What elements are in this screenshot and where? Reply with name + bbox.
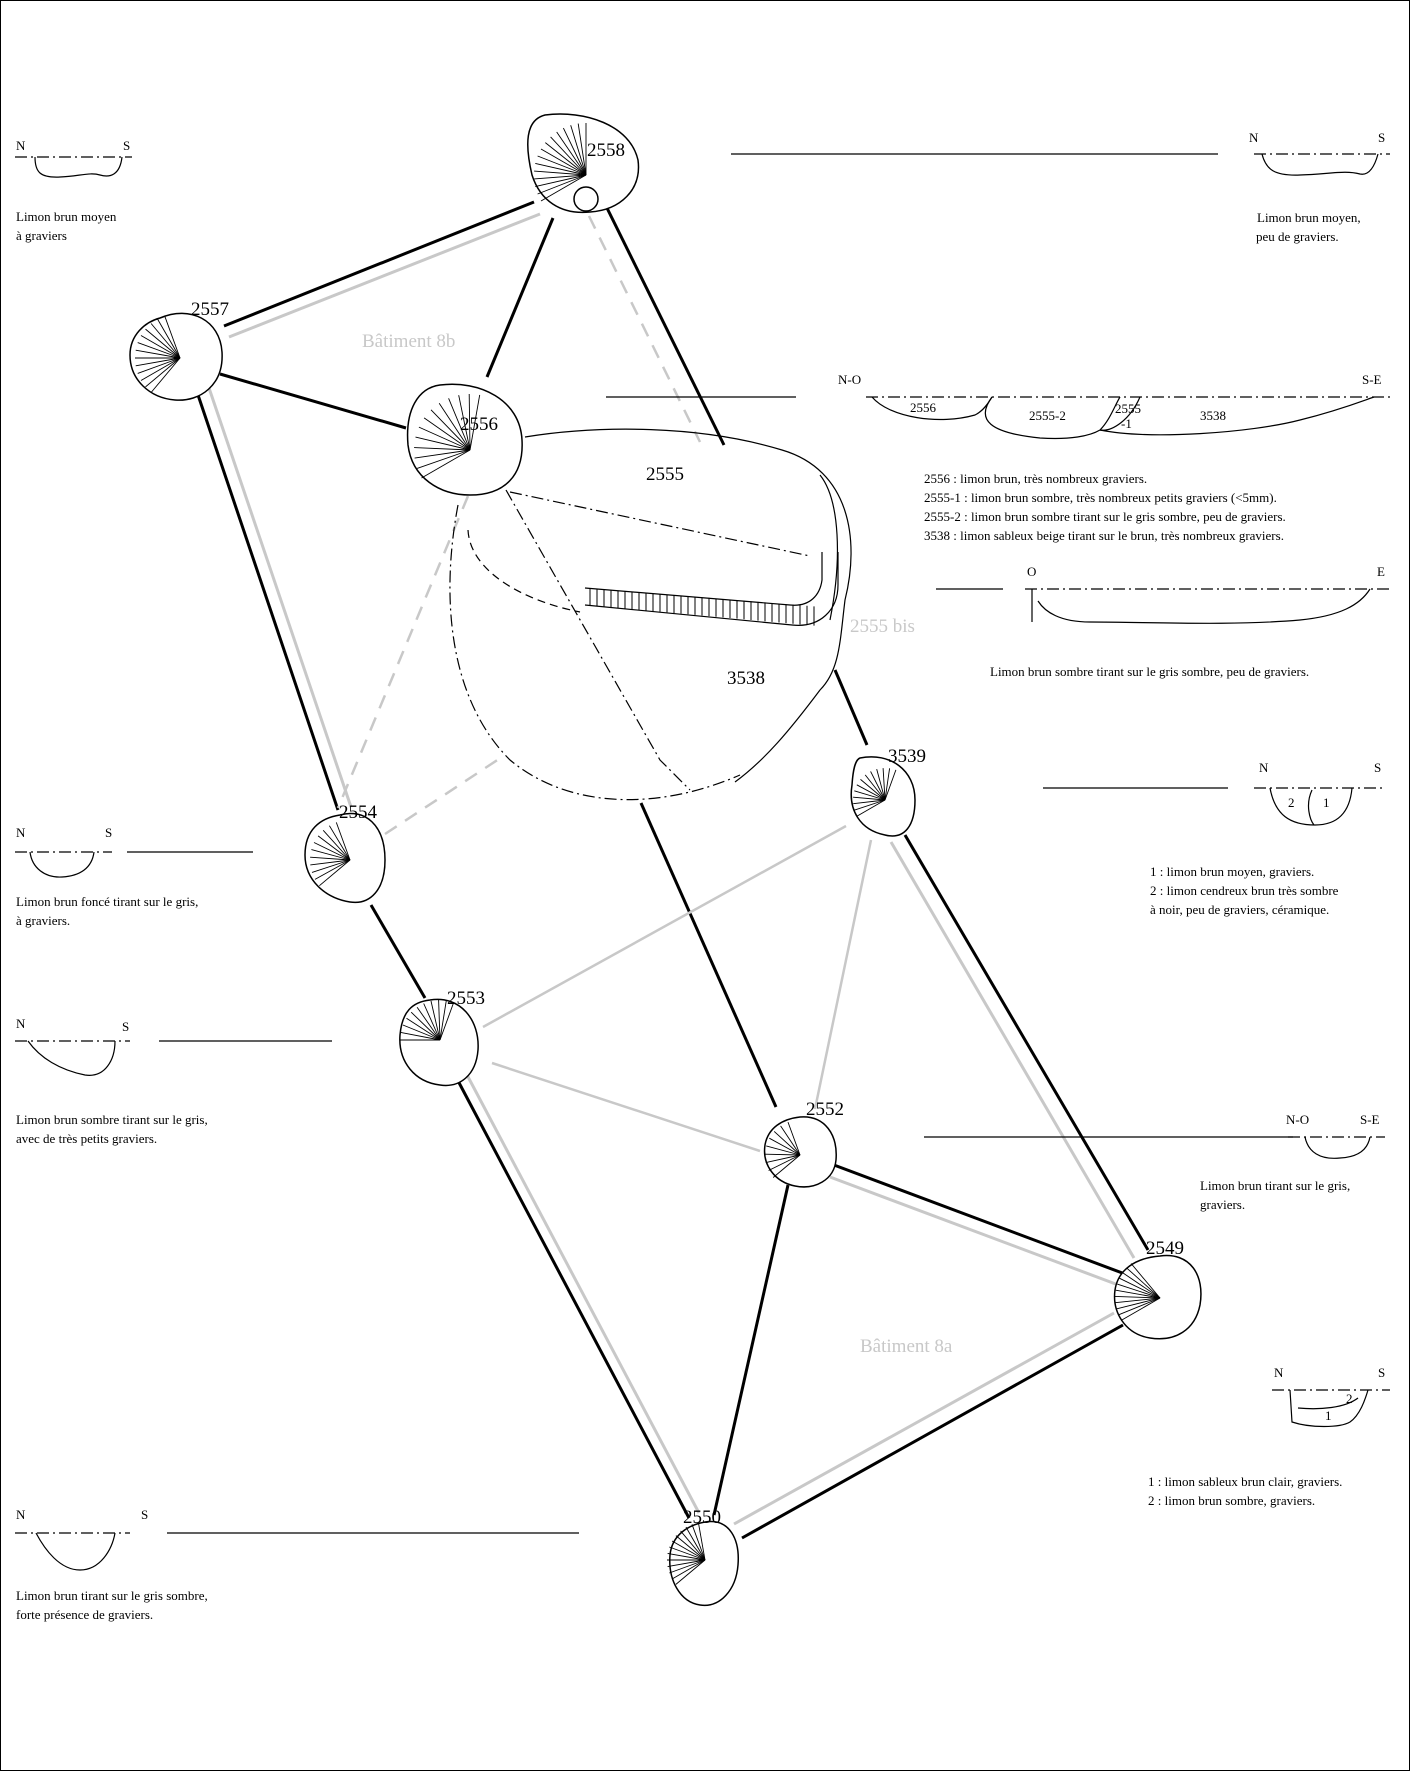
- label-2555-bis: 2555 bis: [850, 616, 915, 637]
- section-2557: N S Limon brun moyen à graviers: [15, 138, 132, 243]
- sec-2549-desc-2: 2 : limon brun sombre, graviers.: [1148, 1493, 1315, 1508]
- sec-bis-desc-1: Limon brun sombre tirant sur le gris som…: [990, 664, 1309, 679]
- sec-2555-layer-3538: 3538: [1200, 408, 1226, 423]
- pit-2550: [667, 1520, 739, 1606]
- sec-2555-desc-1: 2556 : limon brun, très nombreux gravier…: [924, 471, 1147, 486]
- pit-2552: [763, 1116, 837, 1188]
- label-2552: 2552: [806, 1099, 844, 1120]
- sec-2554-desc-1: Limon brun foncé tirant sur le gris,: [16, 894, 198, 909]
- sec-2549-layer-1: 1: [1325, 1408, 1332, 1423]
- sec-2555-layer-2556: 2556: [910, 400, 937, 415]
- label-2550: 2550: [683, 1507, 721, 1528]
- pit-2554: [304, 812, 386, 904]
- sec-2552-b: S-E: [1360, 1112, 1380, 1127]
- sec-bis-b: E: [1377, 564, 1385, 579]
- sec-2550-desc-1: Limon brun tirant sur le gris sombre,: [16, 1588, 208, 1603]
- pit-2558: [527, 113, 640, 214]
- pit-2556: [406, 383, 523, 496]
- sec-3539-a: N: [1259, 760, 1269, 775]
- sec-2554-b: S: [105, 825, 112, 840]
- label-2553: 2553: [447, 988, 485, 1009]
- sec-2557-b: S: [123, 138, 130, 153]
- label-2554: 2554: [339, 802, 378, 823]
- section-2553: N S Limon brun sombre tirant sur le gris…: [15, 1016, 208, 1146]
- sec-2550-b: S: [141, 1507, 148, 1522]
- section-3539: N S 2 1 1 : limon brun moyen, graviers. …: [1150, 760, 1385, 917]
- sec-2553-desc-1: Limon brun sombre tirant sur le gris,: [16, 1112, 208, 1127]
- label-2557: 2557: [191, 299, 229, 320]
- label-2556: 2556: [460, 414, 498, 435]
- sec-2555-desc-3: 2555-2 : limon brun sombre tirant sur le…: [924, 509, 1286, 524]
- sec-3539-layer-2: 2: [1288, 795, 1295, 810]
- sec-2550-desc-2: forte présence de graviers.: [16, 1607, 153, 1622]
- sec-2554-a: N: [16, 825, 26, 840]
- sec-2549-desc-1: 1 : limon sableux brun clair, graviers.: [1148, 1474, 1342, 1489]
- sec-2553-desc-2: avec de très petits graviers.: [16, 1131, 157, 1146]
- sec-2555-layer-1: -1: [1121, 416, 1132, 431]
- sec-2557-desc-2: à graviers: [16, 228, 67, 243]
- sec-2558-a: N: [1249, 130, 1259, 145]
- pit-2557: [129, 312, 223, 401]
- feature-2555-3538: [449, 428, 852, 801]
- sec-bis-a: O: [1027, 564, 1036, 579]
- sec-2555-b: S-E: [1362, 372, 1382, 387]
- sec-2549-b: S: [1378, 1365, 1385, 1380]
- pit-2553: [399, 998, 479, 1087]
- hatch-band: [589, 588, 815, 626]
- label-2558: 2558: [587, 140, 625, 161]
- sec-2555-layer-2555-2: 2555-2: [1029, 408, 1066, 423]
- label-3539: 3539: [888, 746, 926, 767]
- sec-2557-a: N: [16, 138, 26, 153]
- section-2549: N S 2 1 1 : limon sableux brun clair, gr…: [1148, 1365, 1390, 1508]
- section-2554: N S Limon brun foncé tirant sur le gris,…: [15, 825, 198, 928]
- section-2558: N S Limon brun moyen, peu de graviers.: [1249, 130, 1390, 244]
- sec-2553-a: N: [16, 1016, 26, 1031]
- sec-3539-b: S: [1374, 760, 1381, 775]
- sec-2555-desc-4: 3538 : limon sableux beige tirant sur le…: [924, 528, 1284, 543]
- sec-2553-b: S: [122, 1019, 129, 1034]
- leader-lines: [127, 153, 1293, 1534]
- section-2550: N S Limon brun tirant sur le gris sombre…: [15, 1507, 208, 1622]
- sec-2558-desc-1: Limon brun moyen,: [1257, 210, 1361, 225]
- alignment-lines: [194, 200, 1150, 1540]
- sec-3539-desc-1: 1 : limon brun moyen, graviers.: [1150, 864, 1314, 879]
- sec-2555-layer-2555: 2555: [1115, 401, 1141, 416]
- sec-2554-desc-2: à graviers.: [16, 913, 70, 928]
- pit-2549: [1113, 1254, 1202, 1340]
- section-2555-bis: O E Limon brun sombre tirant sur le gris…: [990, 564, 1390, 679]
- sec-3539-desc-3: à noir, peu de graviers, céramique.: [1150, 902, 1329, 917]
- label-3538: 3538: [727, 668, 765, 689]
- sec-2555-a: N-O: [838, 372, 861, 387]
- label-2555: 2555: [646, 464, 684, 485]
- section-2555: N-O S-E 2556 2555-2 2555 -1 3538 2556 : …: [838, 372, 1390, 543]
- label-batiment-8a: Bâtiment 8a: [860, 1336, 953, 1357]
- section-2552: N-O S-E Limon brun tirant sur le gris, g…: [1200, 1112, 1385, 1212]
- sec-2549-layer-2: 2: [1346, 1391, 1353, 1406]
- label-batiment-8b: Bâtiment 8b: [362, 331, 455, 352]
- sec-2558-b: S: [1378, 130, 1385, 145]
- sec-2552-desc-2: graviers.: [1200, 1197, 1245, 1212]
- label-2549: 2549: [1146, 1238, 1184, 1259]
- sec-2555-desc-2: 2555-1 : limon brun sombre, très nombreu…: [924, 490, 1277, 505]
- sec-2558-desc-2: peu de graviers.: [1256, 229, 1339, 244]
- sec-3539-layer-1: 1: [1323, 795, 1330, 810]
- sec-2550-a: N: [16, 1507, 26, 1522]
- pit-3539: [850, 756, 916, 837]
- sec-2557-desc-1: Limon brun moyen: [16, 209, 117, 224]
- sec-3539-desc-2: 2 : limon cendreux brun très sombre: [1150, 883, 1339, 898]
- feature-labels: 2558 2557 2556 2555 3538 2555 bis 3539 2…: [191, 140, 1184, 1528]
- sec-2552-a: N-O: [1286, 1112, 1309, 1127]
- sec-2549-a: N: [1274, 1365, 1284, 1380]
- sec-2552-desc-1: Limon brun tirant sur le gris,: [1200, 1178, 1350, 1193]
